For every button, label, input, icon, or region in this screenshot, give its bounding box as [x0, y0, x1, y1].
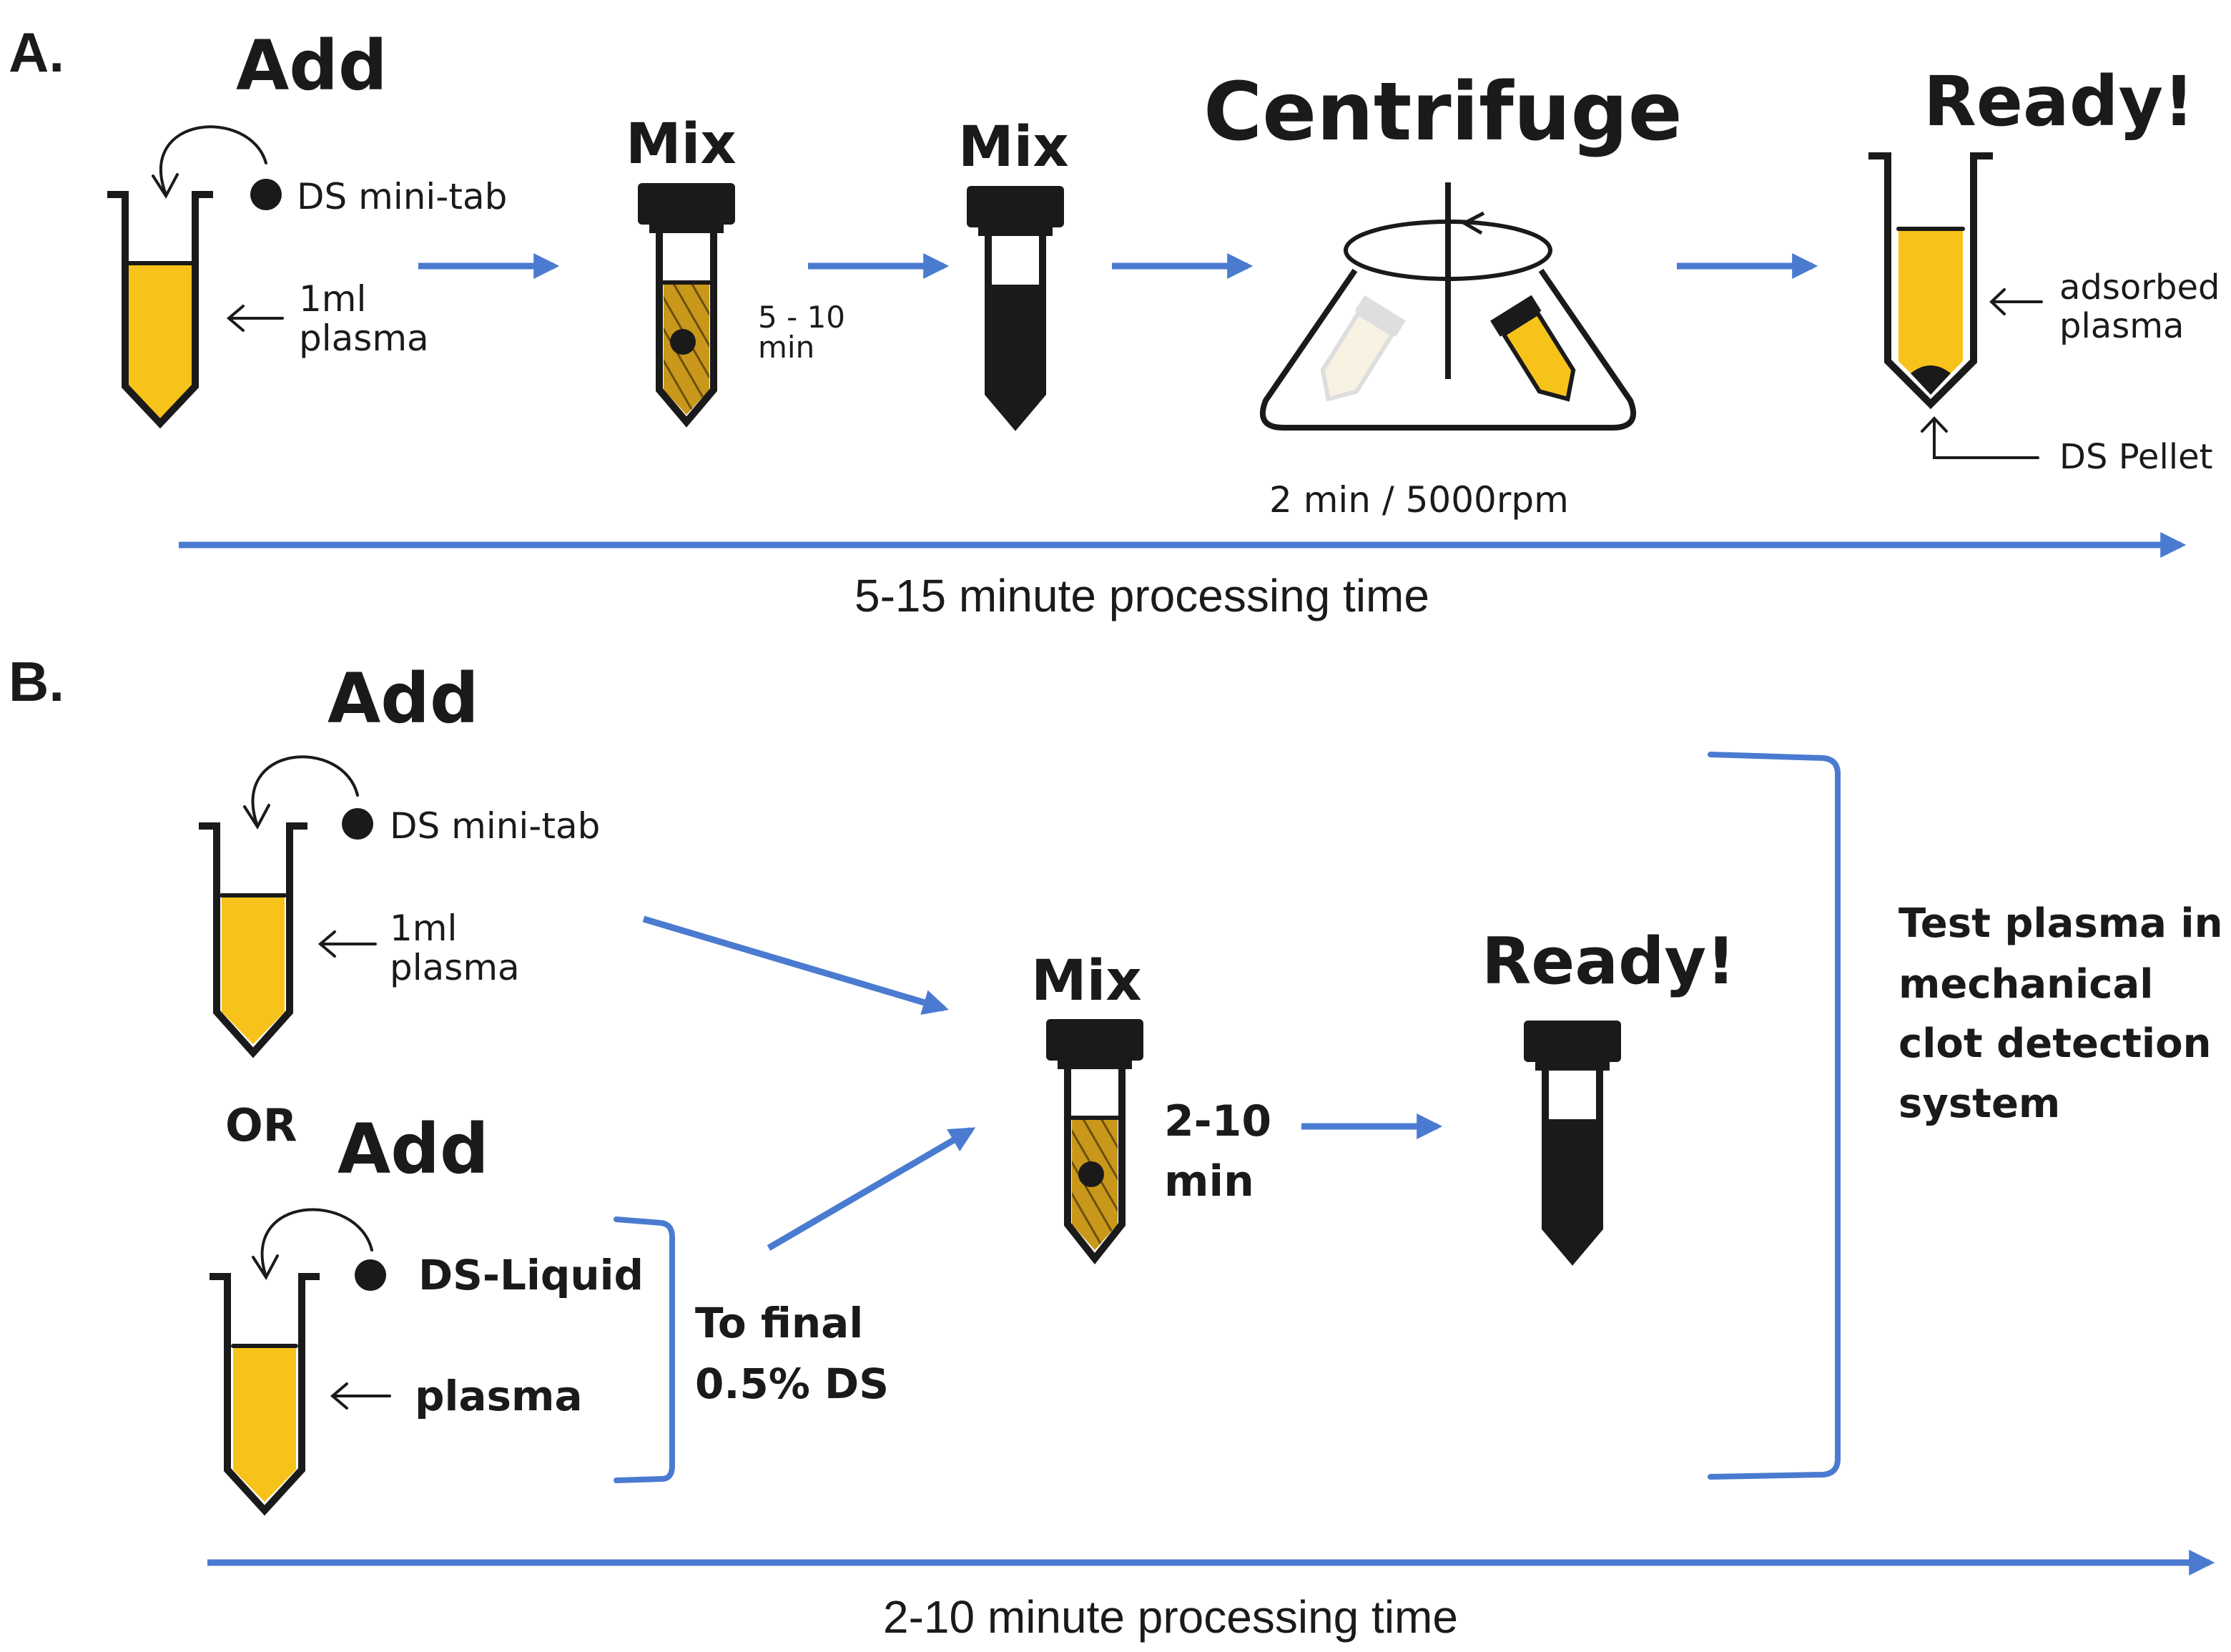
panel-b-letter: B. — [9, 650, 64, 713]
panel-b-mix-time-1: 2-10 — [1164, 1096, 1271, 1146]
panel-a-plasma-pointer-arrow — [226, 305, 284, 332]
panel-b-mix-title: Mix — [1031, 949, 1142, 1013]
panel-a-adsorbed-label-1: adsorbed — [2059, 267, 2220, 308]
panel-b-plasma-label-2: plasma — [390, 947, 520, 988]
panel-b-open-tube-1 — [199, 822, 307, 1058]
panel-b-tablet-icon — [342, 808, 373, 840]
panel-b-tab-label: DS mini-tab — [390, 805, 600, 847]
panel-a-adsorbed-label-2: plasma — [2059, 306, 2184, 346]
panel-b-mix-time-2: min — [1164, 1156, 1254, 1206]
panel-a-mix1-time-1: 5 - 10 — [758, 300, 845, 335]
panel-a-mix1-tube — [638, 183, 735, 428]
panel-b-result-bracket — [1708, 752, 1841, 1480]
panel-b-liquid-bracket — [614, 1216, 675, 1483]
panel-a-add-title: Add — [236, 26, 388, 106]
panel-a-ready-tube — [1868, 152, 1993, 410]
panel-a-tab-label: DS mini-tab — [297, 176, 507, 217]
panel-a-letter: A. — [9, 21, 64, 84]
panel-b-test-2: mechanical — [1898, 961, 2153, 1008]
panel-b-liquid-plasma-pointer-arrow — [330, 1382, 391, 1410]
panel-a-adsorbed-pointer-arrow — [1989, 288, 2043, 315]
panel-a-add-arrowhead — [152, 173, 179, 199]
panel-a-pellet-pointer-arrow — [1921, 416, 2039, 459]
panel-a-mix1-tablet-icon — [670, 329, 696, 355]
panel-b-add2-arrowhead — [252, 1254, 279, 1280]
panel-a-plasma-label-2: plasma — [299, 318, 429, 359]
panel-b-add1-arrowhead — [243, 804, 270, 830]
panel-a-pellet-label: DS Pellet — [2059, 437, 2212, 477]
panel-a-mix2-tube — [967, 186, 1064, 431]
panel-b-test-1: Test plasma in — [1898, 900, 2222, 947]
panel-b-timeline-label: 2-10 minute processing time — [883, 1591, 1458, 1643]
panel-b-flow-arrow-1 — [642, 915, 949, 1016]
panel-a-open-tube — [107, 191, 213, 429]
panel-a-timeline-label: 5-15 minute processing time — [855, 570, 1429, 621]
panel-b-liquid-drop-icon — [355, 1259, 386, 1291]
panel-b-liquid-label: DS-Liquid — [418, 1251, 644, 1299]
panel-b-liquid-plasma-label: plasma — [415, 1372, 583, 1420]
panel-b-final-label-2: 0.5% DS — [695, 1360, 889, 1408]
panel-b-add2-curve-arrow — [260, 1208, 373, 1278]
panel-b-plasma-pointer-arrow — [317, 930, 377, 958]
panel-a-add-curve-arrow — [159, 125, 267, 196]
panel-b-final-label-1: To final — [695, 1299, 863, 1347]
panel-a-centrifuge-setting: 2 min / 5000rpm — [1269, 479, 1569, 521]
panel-a-mix2-title: Mix — [958, 115, 1069, 180]
panel-b-flow-arrow-2 — [767, 1127, 976, 1251]
panel-a-mix1-title: Mix — [626, 112, 737, 177]
panel-b-ready-tube — [1524, 1021, 1621, 1266]
panel-b-test-4: system — [1898, 1081, 2060, 1127]
panel-b-open-tube-2 — [210, 1273, 320, 1516]
panel-a-mix1-time-2: min — [758, 330, 814, 365]
panel-b-add1-curve-arrow — [251, 755, 359, 827]
panel-b-add1-title: Add — [327, 659, 479, 739]
panel-b-mix-tube — [1046, 1019, 1143, 1265]
panel-a-tablet-icon — [250, 179, 282, 210]
panel-b-mix-tablet-icon — [1078, 1161, 1104, 1187]
panel-b-ready-title: Ready! — [1482, 924, 1735, 999]
panel-a-centrifuge-icon — [1260, 182, 1636, 431]
panel-a-plasma-label-1: 1ml — [299, 278, 366, 320]
panel-b-plasma-label-1: 1ml — [390, 908, 457, 949]
panel-a-ready-title: Ready! — [1924, 62, 2195, 142]
panel-b-test-3: clot detection — [1898, 1021, 2211, 1067]
panel-b-add2-title: Add — [338, 1109, 489, 1189]
panel-a-plasma-fill — [129, 263, 192, 418]
panel-b-or-label: OR — [225, 1099, 297, 1151]
panel-a-centrifuge-title: Centrifuge — [1203, 66, 1683, 159]
